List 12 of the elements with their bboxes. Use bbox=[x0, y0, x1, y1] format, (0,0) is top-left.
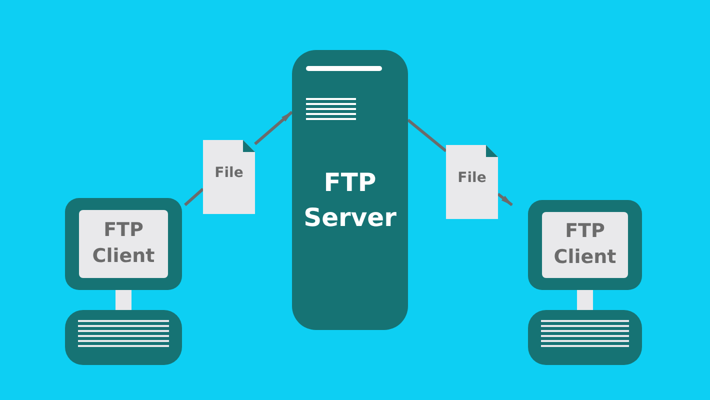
arrow bbox=[254, 110, 293, 146]
file-label: File bbox=[458, 170, 486, 186]
file-document bbox=[446, 145, 498, 219]
server-tower bbox=[292, 50, 408, 330]
arrow bbox=[497, 192, 513, 206]
client-label: FTP Client bbox=[79, 210, 168, 278]
monitor bbox=[65, 198, 182, 290]
server-label: FTP Server bbox=[302, 167, 398, 234]
file-document bbox=[203, 140, 255, 214]
client-label: FTP Client bbox=[542, 212, 628, 278]
file-label: File bbox=[214, 165, 244, 181]
monitor bbox=[528, 200, 642, 290]
